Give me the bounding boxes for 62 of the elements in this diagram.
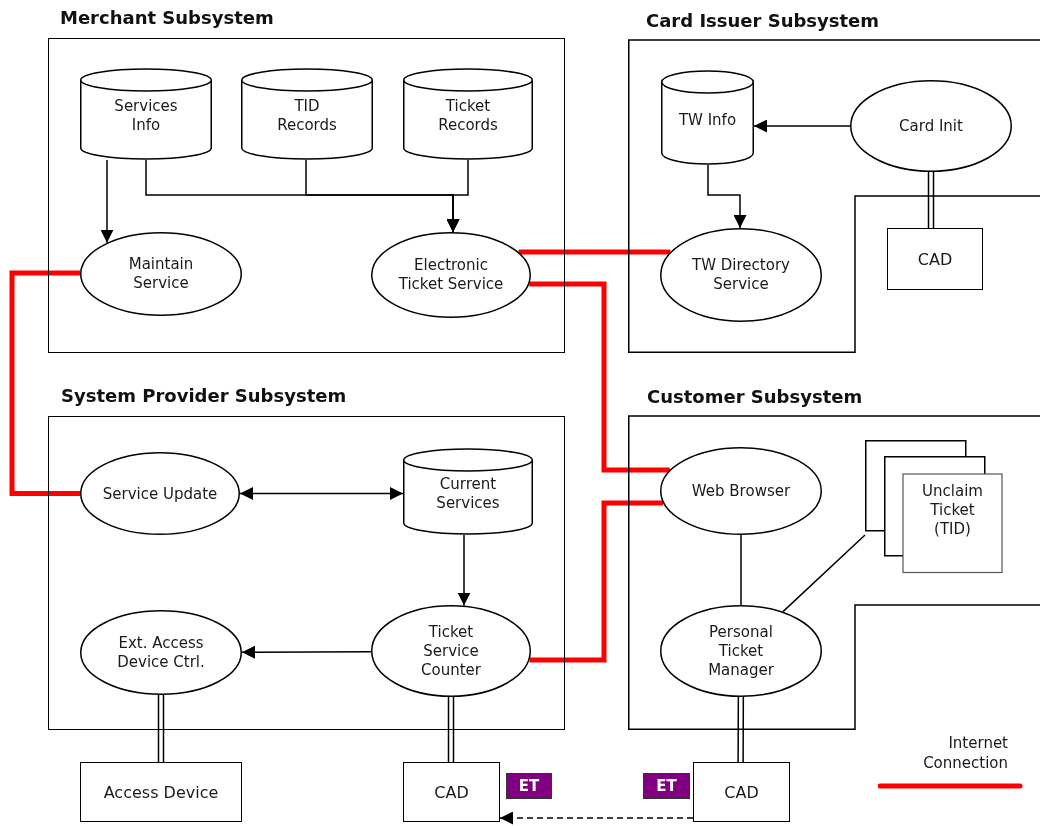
process-ellipse (660, 228, 822, 322)
connector-line (782, 534, 866, 613)
process-ellipse (80, 232, 242, 316)
node-label: TW Directory Service (691, 256, 791, 294)
double-line (927, 171, 935, 229)
node-label: Maintain Service (127, 255, 195, 293)
data-store-cylinder (403, 448, 533, 535)
arrow (446, 159, 469, 233)
legend-label: Internet Connection (922, 733, 1008, 773)
arrow (241, 645, 372, 659)
node-label: Web Browser (690, 481, 792, 501)
process-ellipse (850, 80, 1012, 172)
data-store-cylinder (403, 68, 533, 160)
node-label: CAD (917, 249, 953, 269)
node-label: Current Services (435, 474, 501, 513)
arrow (753, 119, 851, 133)
process-ellipse (371, 232, 531, 318)
node-label: Ticket Service Counter (420, 622, 482, 680)
process-ellipse (660, 447, 822, 535)
connector-line (740, 534, 742, 606)
node-label: CAD (434, 782, 469, 802)
node-label: Unclaim Ticket (TID) (921, 481, 984, 539)
node-label: Service Update (101, 484, 219, 503)
node-label: Access Device (103, 782, 219, 802)
document-stack (865, 440, 1003, 573)
subsystem-title: Card Issuer Subsystem (646, 9, 880, 33)
arrow (707, 164, 747, 229)
token-tag: ET (643, 773, 690, 799)
arrow (499, 811, 694, 825)
node-label: Electronic Ticket Service (397, 256, 505, 294)
double-line (447, 696, 455, 763)
node-label: Ticket Records (437, 97, 499, 135)
process-ellipse (80, 610, 242, 695)
process-ellipse (80, 452, 240, 535)
subsystem-title: Merchant Subsystem (60, 6, 274, 30)
data-store-cylinder (241, 68, 373, 160)
arrow (100, 159, 114, 244)
double-line (737, 696, 745, 763)
data-store-cylinder (80, 68, 212, 160)
node-label: TW Info (677, 110, 738, 129)
node-label: Ext. Access Device Ctrl. (116, 633, 206, 672)
process-ellipse (371, 605, 531, 697)
node-label: Personal Ticket Manager (707, 622, 775, 680)
device-box (693, 762, 790, 822)
device-box (80, 762, 242, 822)
connection-line (529, 500, 664, 663)
node-label: CAD (724, 782, 759, 802)
device-box (403, 762, 500, 822)
data-store-cylinder (661, 70, 754, 165)
arrow (239, 487, 404, 500)
connection-line (518, 249, 671, 255)
double-line (157, 694, 165, 763)
token-tag: ET (506, 773, 552, 799)
node-label: TID Records (276, 97, 338, 135)
arrow (457, 534, 471, 607)
node-label: Services Info (113, 97, 179, 135)
subsystem-title: Customer Subsystem (647, 385, 863, 409)
subsystem-title: System Provider Subsystem (61, 384, 347, 408)
node-label: Card Init (898, 116, 964, 136)
connection-line (9, 270, 80, 496)
connection-line (529, 281, 670, 473)
process-ellipse (660, 605, 822, 697)
